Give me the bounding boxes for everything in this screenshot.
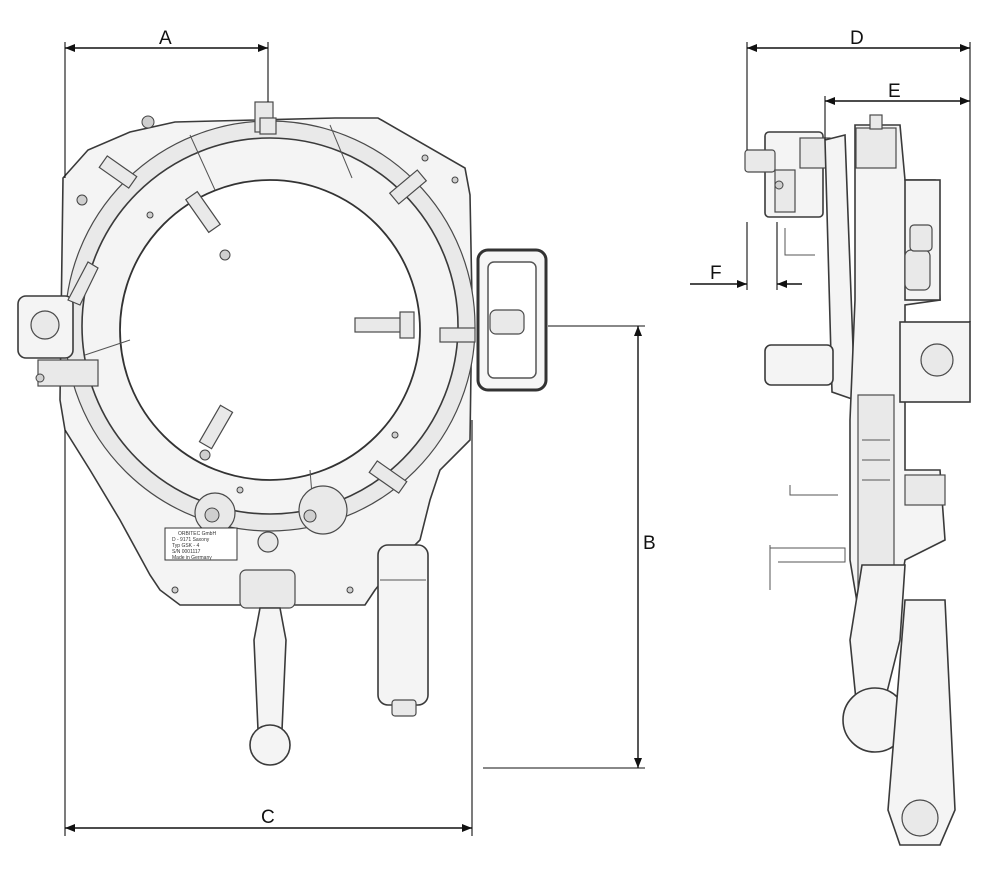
segment-split-2 (329, 124, 353, 179)
dimension-label-f: F (710, 263, 722, 284)
bracket-mid (789, 485, 838, 496)
dimension-label-a: A (159, 28, 172, 49)
clamp-top-right (388, 169, 428, 205)
left-lever (67, 261, 99, 306)
motor-end-cap (901, 799, 939, 837)
left-cylinder (764, 344, 834, 386)
nameplate-line-5: Made in Germany (172, 555, 212, 561)
feed-motor (377, 544, 429, 717)
dimension-label-d: D (850, 28, 864, 49)
front-screws (76, 115, 459, 594)
nameplate-line-2: D - 9171 Saxony (172, 537, 210, 543)
left-lock-block (17, 295, 99, 387)
jaw-far-right (439, 327, 476, 343)
inner-bore (119, 179, 421, 481)
dimension-label-e: E (888, 81, 901, 102)
nameplate-line-4: S/N 0001117 (172, 549, 201, 555)
center-bolt (257, 531, 279, 553)
clamp-top-left (98, 155, 138, 189)
nameplate: ORBITEC GmbH D - 9171 Saxony Typ GSK - 4… (164, 527, 238, 561)
nameplate-line-1: ORBITEC GmbH (178, 531, 216, 537)
front-view: ORBITEC GmbH D - 9171 Saxony Typ GSK - 4… (17, 101, 548, 766)
bracket-lower (769, 545, 846, 590)
jaw-bottom (198, 404, 234, 461)
segment-split-4 (84, 339, 131, 356)
lower-right-latch (298, 485, 348, 535)
jaw-top-left (184, 190, 231, 261)
dimension-b: B (483, 325, 656, 769)
dimensions: A C B D (64, 28, 971, 836)
crank-handle (476, 248, 548, 392)
dimension-e: E (824, 81, 970, 140)
lower-hinge (194, 492, 236, 534)
tool-post (744, 131, 831, 218)
dimension-f: F (690, 222, 802, 290)
crank-block-side (899, 321, 971, 403)
upper-right-block (904, 179, 941, 301)
dimension-d: D (746, 28, 971, 322)
segment-split-1 (189, 134, 216, 191)
top-stud (869, 114, 883, 130)
bracket-upper (784, 228, 815, 256)
clamp-bottom-right (368, 460, 408, 494)
clamp-top (254, 101, 277, 135)
jaw-right (354, 311, 415, 339)
top-block (855, 127, 897, 169)
side-motor (887, 599, 956, 846)
nameplate-line-3: Typ GSK - 4 (172, 543, 199, 549)
side-latch (904, 474, 946, 506)
side-view (744, 114, 971, 846)
dimension-a: A (64, 28, 269, 178)
dimension-c: C (64, 420, 473, 836)
dimension-label-c: C (261, 807, 275, 828)
bottom-handle (239, 569, 296, 766)
slide-stack (857, 394, 895, 596)
dimension-label-b: B (643, 533, 656, 554)
